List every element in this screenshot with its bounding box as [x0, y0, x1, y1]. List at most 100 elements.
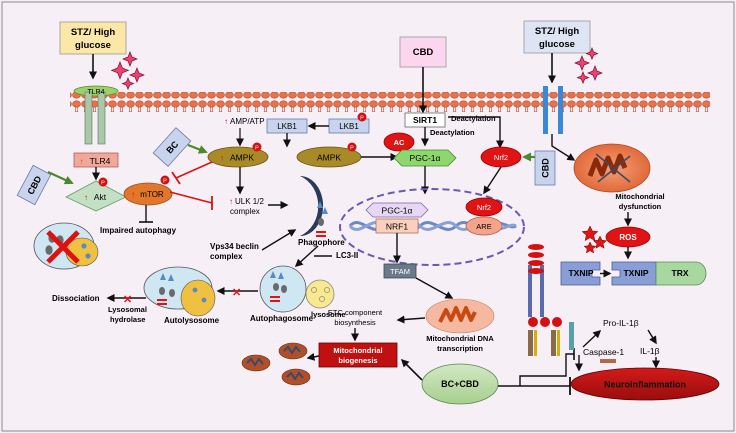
il1b-label: IL-1β — [640, 346, 660, 356]
nrf2-label: Nrf2 — [494, 153, 508, 162]
arrow-tfam-mito — [415, 277, 454, 299]
are-node — [465, 216, 503, 236]
phospho-p-icon — [98, 177, 108, 187]
lysosomal-hydrolase-line1: Lysosomal — [108, 305, 147, 314]
stz-left-line1: STZ/ High — [71, 27, 116, 38]
cbd-left: CBD — [16, 164, 52, 206]
ampk-inhibit-mtor-line — [175, 161, 213, 179]
deacetylation-label-2: Deactylation — [430, 128, 475, 137]
akt-node — [65, 180, 127, 212]
tlr4-label: TLR4 — [90, 156, 111, 166]
damaged-cell — [33, 222, 99, 270]
arrow-proil1b-il1b — [647, 329, 657, 345]
up-arrow-icon: ↑ — [131, 190, 135, 199]
mito-dna-line1: Mitochondrial DNA — [426, 334, 494, 343]
stz-right-line1: STZ/ High — [535, 26, 580, 37]
lc3-label: LC3-II — [336, 251, 358, 260]
stz-high-glucose-right — [523, 20, 591, 54]
inflammasome-complex — [528, 244, 574, 356]
ac-node — [383, 132, 415, 152]
ros-label: ROS — [619, 233, 637, 242]
arrow-bccbd-biogenesis — [400, 358, 423, 381]
up-arrow-icon: ↑ — [224, 117, 228, 126]
trx-label: TRX — [672, 268, 689, 278]
txnip-a-label: TXNIP — [568, 268, 593, 278]
akt-label: Akt — [94, 192, 107, 202]
tfam-label: TFAM — [390, 267, 410, 276]
arrow-nrf2-nucleus — [483, 166, 502, 195]
cbd-top — [399, 36, 447, 68]
bc-cbd-node — [421, 363, 499, 405]
arrow-biogenesis-mitos — [306, 352, 320, 361]
arrow-bc-ampk — [187, 143, 208, 154]
p-label: P — [255, 146, 259, 152]
neuroinflammation-node — [570, 367, 720, 401]
dissociation-label: Dissociation — [52, 294, 100, 303]
mitochondrion-right — [573, 143, 651, 193]
bc: BC — [152, 127, 192, 167]
caspase1-bar — [600, 359, 616, 363]
phagophore-label: Phagophore — [298, 238, 345, 247]
lysosome-label: lysosome — [311, 310, 346, 319]
phagophore-crescent — [300, 176, 324, 236]
phagophore-cargo — [316, 201, 328, 237]
phospho-p-icon — [160, 175, 170, 185]
arrow-deacetylation-nrf2 — [448, 116, 504, 149]
mito-biogenesis-line1: Mitochondrial — [333, 346, 382, 355]
ampk-mid-label: AMPK — [317, 153, 341, 163]
caspase1-label: Caspase-1 — [583, 347, 624, 357]
up-arrow-icon: ↑ — [220, 154, 224, 163]
deacetylation-label-1: Deactylation — [451, 114, 496, 123]
ampk-left-node — [207, 146, 269, 168]
vps34-line1: Vps34 beclin — [210, 242, 259, 251]
mito-biogenesis-box — [318, 342, 398, 368]
nrf1-label: NRF1 — [386, 222, 408, 232]
neuroinflammation-label: Neuroinflammation — [604, 380, 686, 390]
ampk-left-label: AMPK — [230, 153, 254, 163]
arrow-cbd-akt — [47, 171, 74, 185]
stz-high-glucose-left: STZ/ High glucose — [59, 21, 127, 55]
phospho-p-icon — [357, 112, 367, 122]
mtor-node — [123, 182, 173, 206]
arrow-vps34-phagophore — [261, 229, 297, 251]
ulk-line1: ULK 1/2 — [235, 197, 264, 206]
mtor-inhibit-ulk-line — [169, 191, 213, 204]
ac-label: AC — [394, 138, 405, 147]
mito-dna-line2: transcription — [437, 344, 483, 353]
arrow-caspase-proil1b — [582, 329, 602, 348]
cbd-right-label: CBD — [541, 158, 551, 178]
autophagosome — [259, 265, 307, 313]
p-label: P — [163, 179, 167, 185]
nrf2-nucleus-label: Nrf2 — [477, 203, 491, 212]
sirt1-label: SIRT1 — [413, 115, 437, 125]
stz-left-line2: glucose — [75, 40, 111, 51]
cbd-top-label: CBD — [413, 47, 434, 58]
p-label: P — [101, 181, 105, 187]
p-label: P — [360, 116, 364, 122]
txnip-b-label: TXNIP — [623, 268, 648, 278]
ulk-line2: complex — [230, 207, 260, 216]
channel-left — [543, 86, 548, 134]
etc-line2: biosynthesis — [334, 318, 376, 327]
lysosomal-hydrolase-line2: hydrolase — [110, 315, 145, 324]
lkb1-a-label: LKB1 — [277, 122, 297, 131]
phospho-p-icon — [347, 142, 357, 152]
bccbd-inhibit-caspase-line — [519, 353, 574, 386]
up-arrow-icon: ↑ — [229, 197, 233, 206]
mitochondrion-center — [425, 298, 495, 334]
glucose-stars-right — [574, 47, 603, 85]
impaired-autophagy-label: Impaired autophagy — [100, 226, 177, 235]
are-label: ARE — [476, 222, 491, 231]
lkb1-b-label: LKB1 — [339, 122, 359, 131]
nucleus — [339, 188, 525, 266]
arrow-mito-etc — [396, 315, 426, 324]
arrow-channel-mito — [551, 134, 576, 161]
mito-biogenesis-line2: biogenesis — [338, 356, 377, 365]
channel-right — [558, 86, 563, 134]
autolysosome — [143, 266, 216, 317]
bc-cbd-label: BC+CBD — [441, 379, 479, 389]
cbd-right: CBD — [534, 150, 556, 186]
ros-stars — [581, 225, 608, 254]
p-label: P — [350, 146, 354, 152]
trx-shape — [655, 261, 707, 286]
